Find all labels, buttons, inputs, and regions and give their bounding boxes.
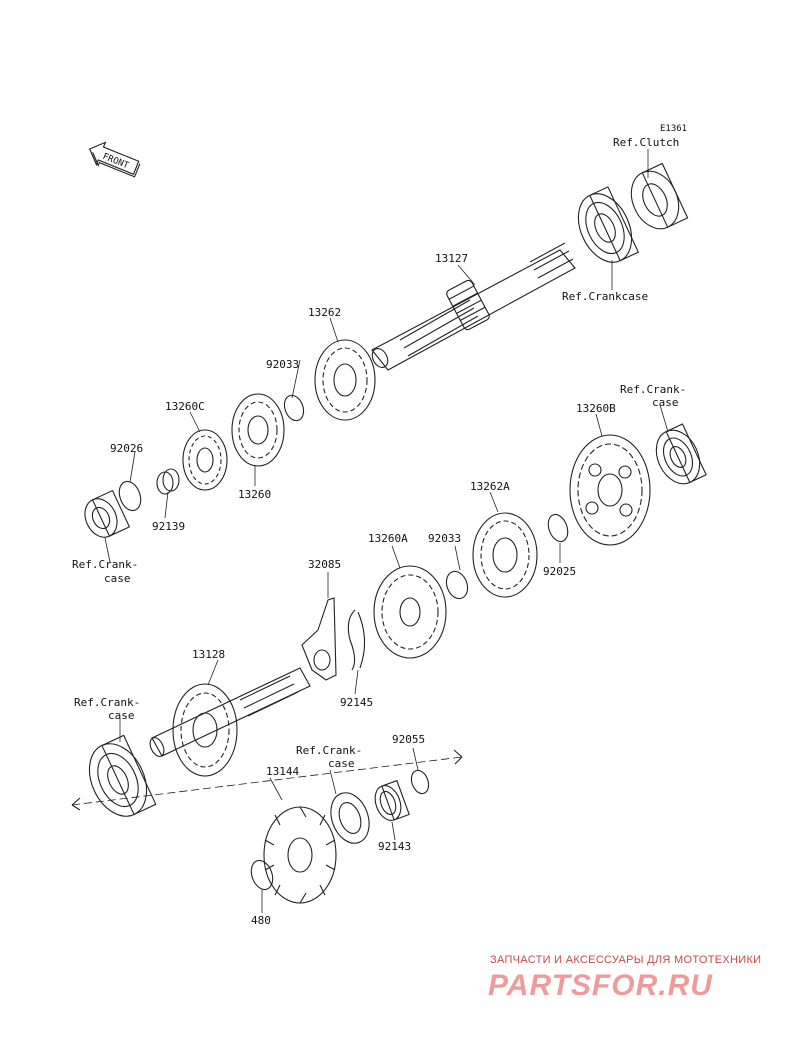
label-32085: 32085 — [308, 558, 341, 571]
leader-lines — [104, 149, 669, 913]
watermark-caption: ЗАПЧАСТИ И АКСЕССУАРЫ ДЛЯ МОТОТЕХНИКИ — [490, 954, 761, 966]
label-ref-crank-4a: Ref.Crank- — [296, 744, 362, 757]
o-ring-92055 — [410, 769, 430, 795]
output-shaft — [149, 667, 311, 757]
gear-13262a — [472, 512, 538, 598]
clutch-bushing — [630, 162, 689, 230]
label-ref-crank-3b: case — [108, 709, 135, 722]
label-92145: 92145 — [340, 696, 373, 709]
label-ref-crankcase: Ref.Crankcase — [562, 290, 648, 303]
seal-ref-crankcase — [330, 792, 370, 844]
label-13260c: 13260C — [165, 400, 205, 413]
label-13260b: 13260B — [576, 402, 616, 415]
bearing-upper-right — [577, 186, 640, 263]
label-480: 480 — [251, 914, 271, 927]
label-ref-crank-2a: Ref.Crank- — [620, 383, 686, 396]
circlip-480 — [250, 859, 274, 891]
front-label: FRONT — [101, 152, 130, 172]
watermark: ЗАПЧАСТИ И АКСЕССУАРЫ ДЛЯ МОТОТЕХНИКИ PA… — [488, 954, 761, 1002]
label-13260a: 13260A — [368, 532, 408, 545]
part-labels: E1361 Ref.Clutch Ref.Crankcase 13127 132… — [72, 124, 687, 927]
gear-13260c — [182, 429, 228, 491]
gear-13260b — [569, 434, 651, 546]
label-ref-clutch: Ref.Clutch — [613, 136, 679, 149]
gear-13260a — [373, 565, 447, 659]
collar-92139 — [156, 468, 180, 495]
label-92026: 92026 — [110, 442, 143, 455]
label-13127: 13127 — [435, 252, 468, 265]
washer-92026 — [118, 480, 142, 512]
label-92025: 92025 — [543, 565, 576, 578]
label-ref-crank-1b: case — [104, 572, 131, 585]
label-92143: 92143 — [378, 840, 411, 853]
label-ref-crank-4b: case — [328, 757, 355, 770]
label-92033-lower: 92033 — [428, 532, 461, 545]
label-13262a: 13262A — [470, 480, 510, 493]
collar-92143 — [374, 779, 410, 821]
gear-13128 — [172, 683, 238, 777]
label-92055: 92055 — [392, 733, 425, 746]
label-92033-upper: 92033 — [266, 358, 299, 371]
bearing-lower-left — [88, 734, 157, 817]
needle-bearing-left — [84, 489, 131, 538]
pin-92145 — [347, 609, 366, 671]
gear-13262 — [314, 339, 376, 421]
label-ref-crank-3a: Ref.Crank- — [74, 696, 140, 709]
plate-32085 — [301, 597, 337, 681]
sprocket-13144 — [263, 806, 337, 904]
bearing-right — [655, 423, 707, 485]
label-92139: 92139 — [152, 520, 185, 533]
label-13262: 13262 — [308, 306, 341, 319]
circlip-92033-upper — [283, 394, 305, 422]
circlip-92033-lower — [445, 570, 469, 600]
label-13128: 13128 — [192, 648, 225, 661]
label-ref-crank-1a: Ref.Crank- — [72, 558, 138, 571]
watermark-brand: PARTSFOR.RU — [488, 969, 713, 1002]
label-13260: 13260 — [238, 488, 271, 501]
input-shaft — [371, 242, 576, 371]
circlip-92025 — [547, 513, 569, 543]
gear-13260 — [231, 393, 285, 467]
ref-code-label: E1361 — [660, 124, 687, 134]
label-ref-crank-2b: case — [652, 396, 679, 409]
label-13144: 13144 — [266, 765, 299, 778]
front-arrow-icon: FRONT — [89, 141, 141, 178]
